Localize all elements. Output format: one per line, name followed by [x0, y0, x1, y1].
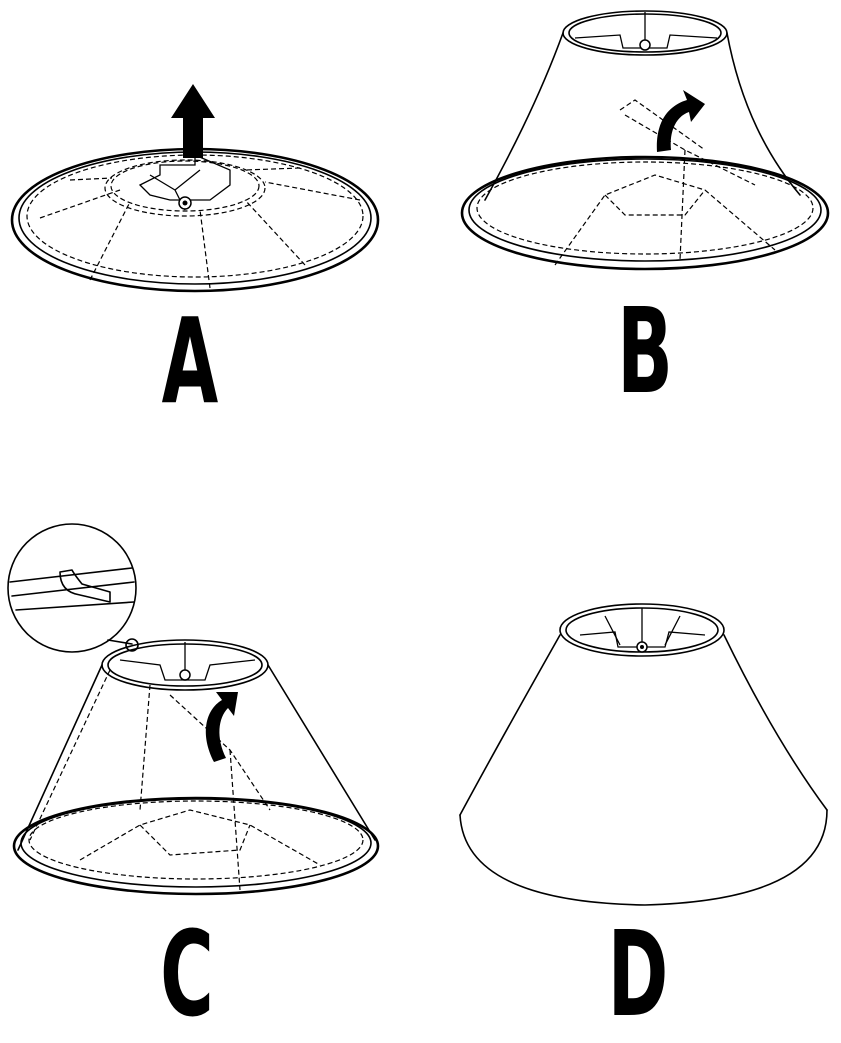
step-d: D [455, 520, 841, 1036]
step-a: A [0, 70, 400, 430]
step-label-b: B [605, 292, 686, 410]
lampshade-frame-clip-illustration [0, 520, 400, 900]
up-arrow-icon [171, 84, 215, 158]
lampshade-frame-upright-illustration [455, 0, 841, 280]
finished-lampshade-illustration [455, 520, 841, 900]
step-label-c: C [147, 915, 228, 1033]
curved-arrow-icon [657, 90, 705, 152]
magnified-detail-icon [8, 524, 136, 652]
step-label-a: A [150, 302, 231, 420]
lampshade-frame-flat-illustration [0, 70, 400, 310]
step-c: C [0, 520, 400, 1036]
curved-arrow-icon [206, 692, 238, 762]
step-b: B [455, 0, 841, 430]
step-label-d: D [598, 915, 679, 1033]
